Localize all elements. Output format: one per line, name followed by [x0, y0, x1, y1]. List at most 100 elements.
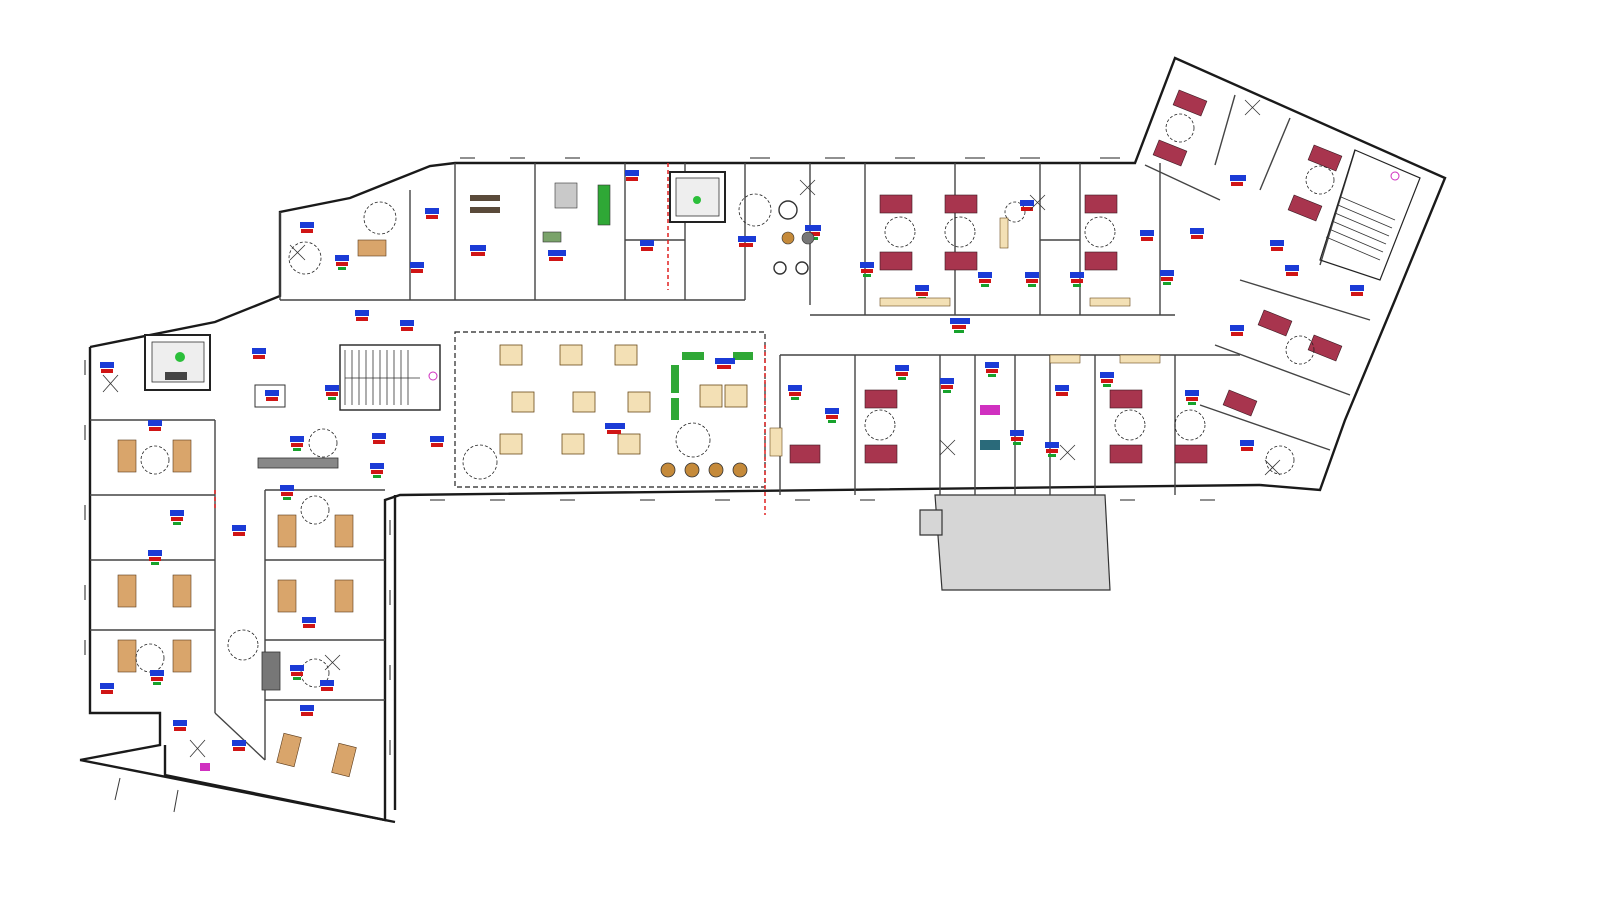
table-icon	[499, 344, 523, 366]
room-tag	[978, 272, 992, 287]
fire-compartment-lines	[214, 163, 766, 515]
table-icon	[724, 384, 748, 408]
room-tag	[148, 550, 162, 565]
room-tag	[470, 245, 486, 256]
room-tag	[625, 170, 639, 181]
room-tag	[100, 362, 114, 373]
elevator-icon	[669, 171, 726, 223]
room-tag	[895, 365, 909, 380]
room-tag	[290, 436, 304, 451]
table-icon	[559, 344, 583, 366]
top-room-partitions	[279, 163, 1175, 316]
room-tag	[148, 420, 162, 431]
door-swings	[135, 113, 1335, 688]
room-tag	[1140, 230, 1154, 241]
bed-icon	[1109, 389, 1143, 409]
room-tag	[738, 236, 756, 247]
bed-icon	[334, 579, 354, 613]
bed-icon	[1287, 194, 1323, 222]
patient-beds-pink	[789, 89, 1343, 464]
room-tag	[1230, 175, 1246, 186]
patient-beds-tan	[117, 239, 387, 778]
room-tag	[860, 262, 874, 277]
room-tag	[825, 408, 839, 423]
room-tag	[1100, 372, 1114, 387]
bed-icon	[1109, 444, 1143, 464]
plant-icon	[682, 352, 704, 360]
bed-icon	[334, 514, 354, 548]
room-tag	[1240, 440, 1254, 451]
room-tag	[1070, 272, 1084, 287]
room-tag	[985, 362, 999, 377]
room-tags	[100, 170, 1364, 751]
room-tag	[300, 705, 314, 716]
room-tag	[150, 670, 164, 685]
room-tag	[410, 262, 424, 273]
bed-icon	[277, 579, 297, 613]
annex-step	[919, 509, 943, 536]
room-tag	[290, 665, 304, 680]
table-icon	[511, 391, 535, 413]
plant-icon	[733, 352, 753, 360]
bathroom-markers	[102, 99, 1281, 758]
room-tag	[605, 423, 625, 434]
room-tag	[400, 320, 414, 331]
room-tag	[1010, 430, 1024, 445]
table-icon	[614, 344, 638, 366]
table-icon	[617, 433, 641, 455]
table-icon	[561, 433, 585, 455]
room-tag	[1045, 442, 1059, 457]
room-tag	[1190, 228, 1204, 239]
room-tag	[1025, 272, 1039, 287]
bed-icon	[1152, 139, 1188, 167]
room-tag	[100, 683, 114, 694]
room-tag	[1055, 385, 1069, 396]
room-tag	[715, 358, 735, 369]
lounge-chairs	[660, 462, 748, 478]
room-tag	[1285, 265, 1299, 276]
table-icon	[499, 433, 523, 455]
table-icon	[572, 391, 596, 413]
room-tag	[548, 250, 566, 261]
bed-icon	[331, 742, 357, 778]
window-icon	[84, 157, 1215, 755]
room-tag	[788, 385, 802, 400]
room-tag	[1270, 240, 1284, 251]
bed-icon	[789, 444, 821, 464]
room-tag	[372, 433, 386, 444]
room-tag	[1350, 285, 1364, 296]
room-tag	[302, 617, 316, 628]
room-tag	[325, 385, 339, 400]
bed-icon	[117, 574, 137, 608]
staircase-icon	[339, 344, 441, 411]
room-tag	[232, 525, 246, 536]
room-tag	[950, 318, 970, 333]
bed-icon	[1222, 389, 1258, 417]
room-tag	[1020, 200, 1034, 211]
bed-icon	[1307, 144, 1343, 172]
room-tag	[173, 720, 187, 731]
room-tag	[1185, 390, 1199, 405]
plant-icon	[671, 398, 679, 420]
plant-icon	[671, 365, 679, 393]
bed-icon	[117, 639, 137, 673]
bed-icon	[879, 194, 913, 214]
room-tag	[232, 740, 246, 751]
bed-icon	[172, 639, 192, 673]
room-tag	[355, 310, 369, 321]
bed-icon	[357, 239, 387, 257]
room-tag	[425, 208, 439, 219]
bed-icon	[1174, 444, 1208, 464]
bed-icon	[172, 439, 192, 473]
bed-icon	[117, 439, 137, 473]
dining-plants	[671, 352, 753, 420]
room-tag	[335, 255, 349, 270]
bed-icon	[277, 514, 297, 548]
bed-icon	[879, 251, 913, 271]
bed-icon	[172, 574, 192, 608]
bottom-room-partitions	[779, 354, 1240, 495]
room-tag	[940, 378, 954, 393]
dining-tables	[462, 344, 748, 480]
room-tag	[640, 240, 654, 251]
